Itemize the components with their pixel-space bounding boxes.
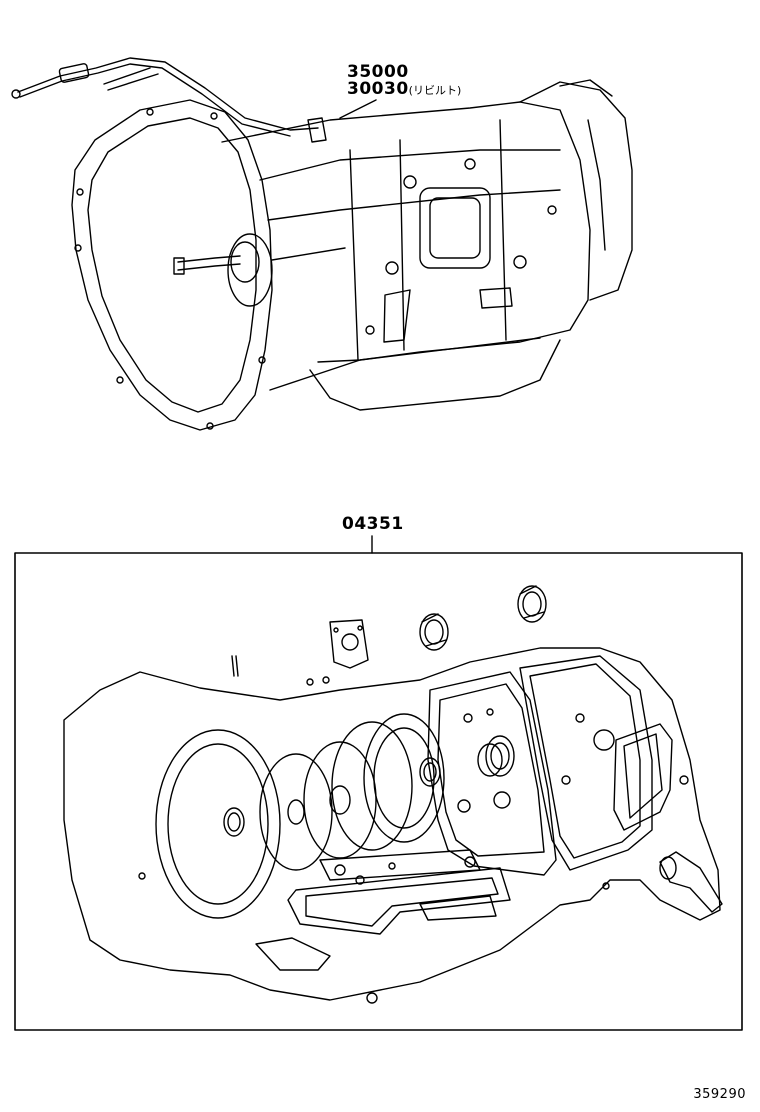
plate-gasket xyxy=(419,895,497,921)
flange-gasket xyxy=(329,619,369,669)
gasket-kit-drawing xyxy=(63,585,723,1004)
callout-assembly-35000: 35000 xyxy=(347,62,409,82)
oil-pan-gasket xyxy=(287,867,511,935)
case-gasket-front xyxy=(427,671,557,876)
callout-rebuilt-note: (リビルト) xyxy=(408,84,462,97)
extension-gasket xyxy=(613,723,673,831)
leader-line-assembly xyxy=(339,99,377,119)
pump-gasket xyxy=(155,729,281,919)
oil-seal-1 xyxy=(419,613,449,651)
case-gasket-rear xyxy=(519,655,653,871)
clutch-disc-set xyxy=(259,713,445,871)
callout-gasket-kit-04351: 04351 xyxy=(342,514,404,534)
gasket-kit-frame xyxy=(14,552,743,1031)
figure-number: 359290 xyxy=(693,1087,746,1102)
o-ring-set xyxy=(138,676,689,1004)
transmission-assembly-drawing xyxy=(11,57,633,431)
pin xyxy=(231,655,239,677)
transmission-case xyxy=(221,79,633,411)
shift-cable xyxy=(11,57,319,137)
bell-housing xyxy=(71,99,273,431)
callout-assembly-30030: 30030(リビルト) xyxy=(347,81,461,98)
callout-assembly-30030-number: 30030 xyxy=(347,79,409,99)
filter-gasket xyxy=(255,937,331,971)
transmission-outline xyxy=(63,647,721,1001)
speedometer-seal xyxy=(659,851,723,913)
valve-body-gasket xyxy=(319,849,481,881)
oil-seal-2 xyxy=(517,585,547,623)
